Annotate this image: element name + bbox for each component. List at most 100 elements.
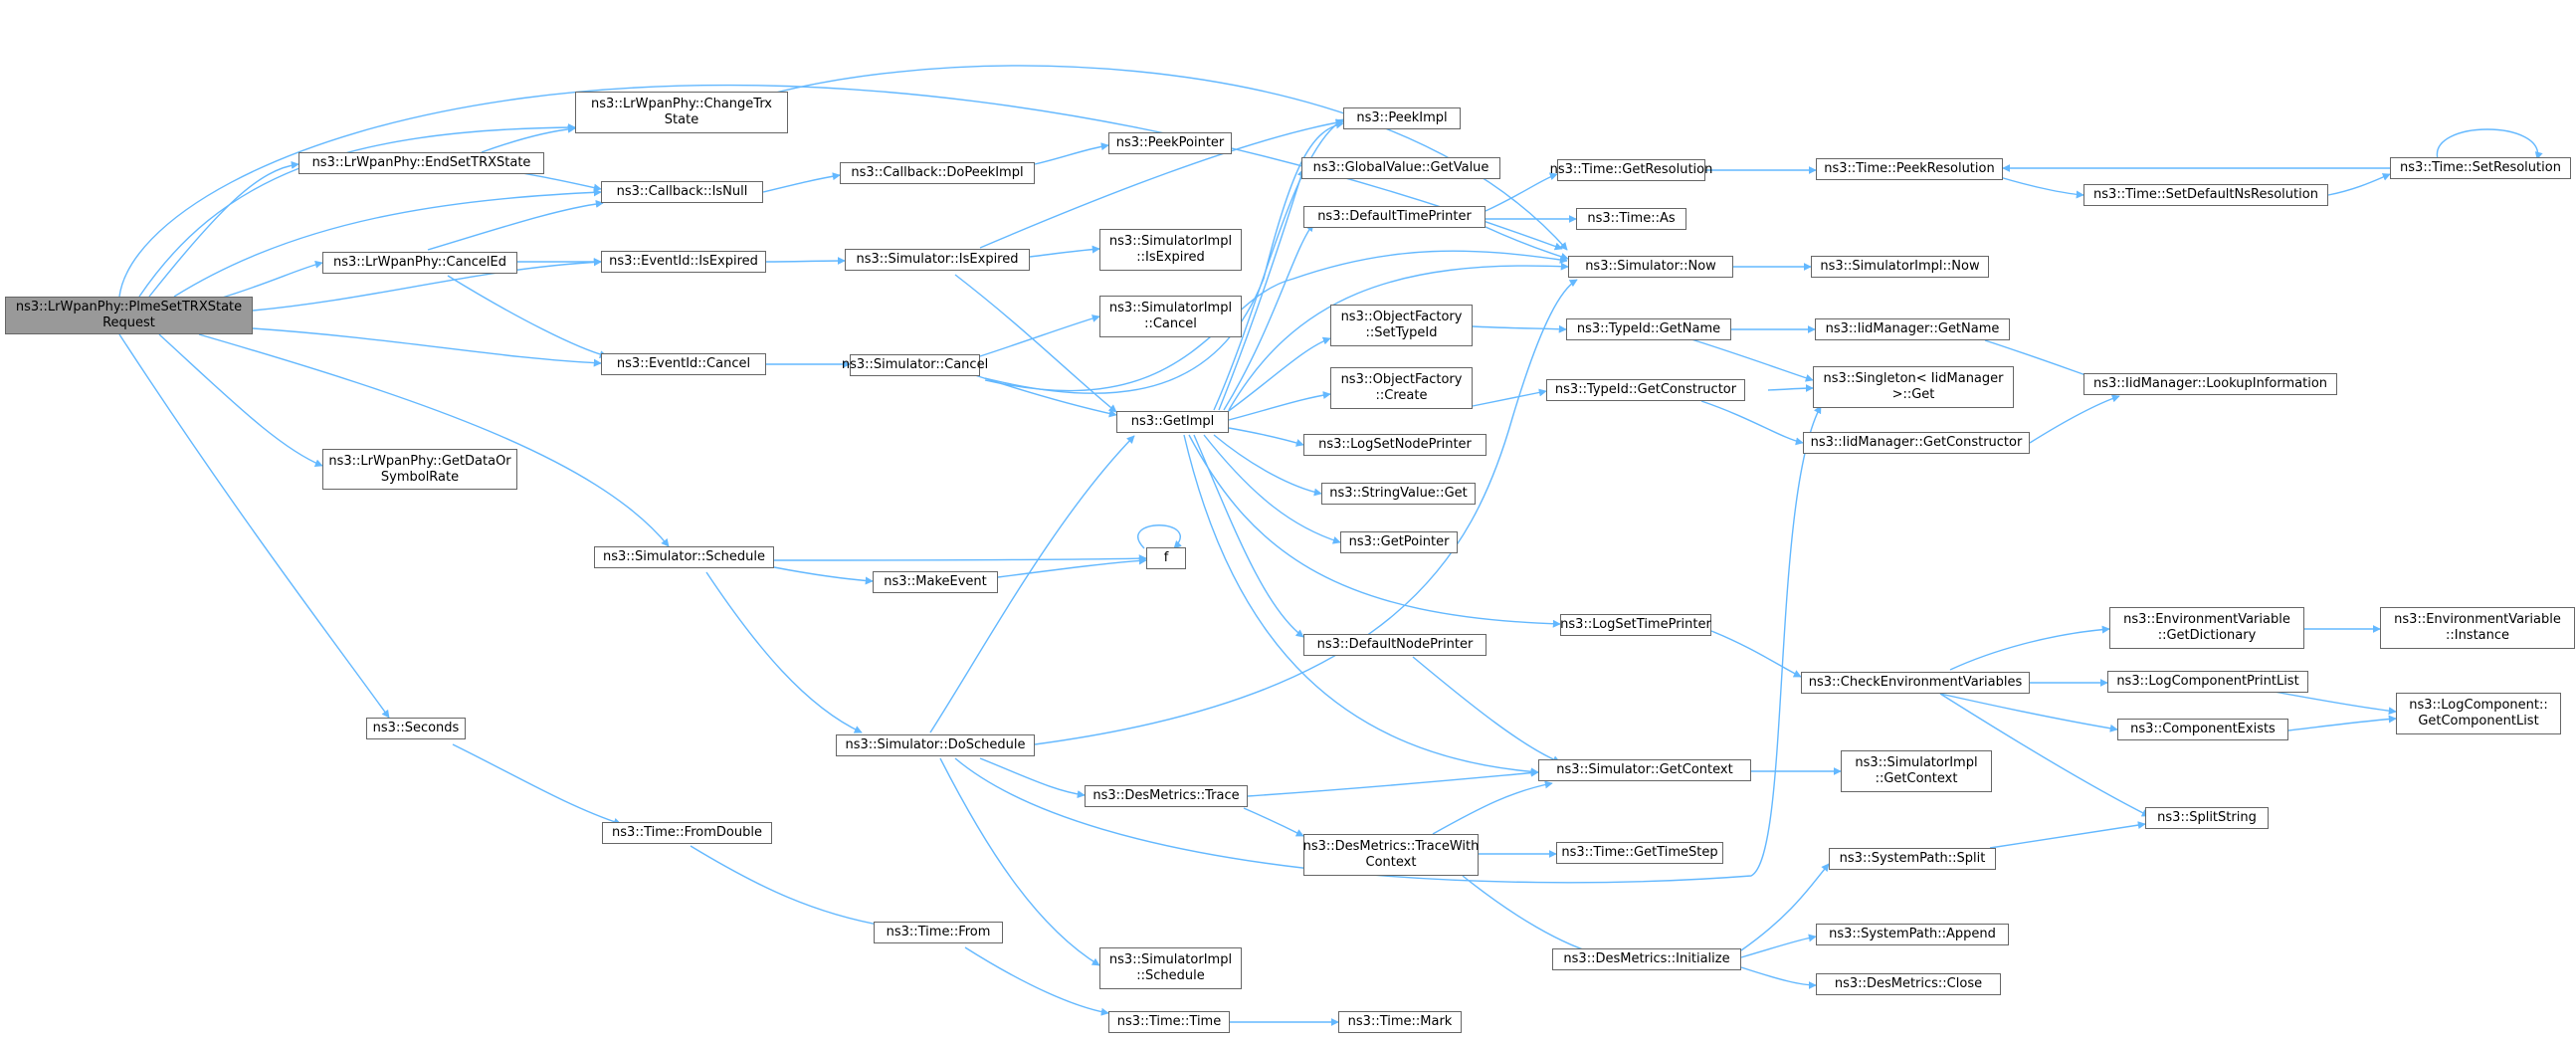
node-label: ns3::IidManager::GetName xyxy=(1825,321,2000,336)
node-splitstring[interactable]: ns3::SplitString xyxy=(2145,807,2269,829)
node-label: ns3::Time::As xyxy=(1587,211,1676,226)
node-label: ns3::Simulator::DoSchedule xyxy=(845,737,1026,752)
node-simulatorimpl-now[interactable]: ns3::SimulatorImpl::Now xyxy=(1811,256,1989,278)
node-label: ns3::GetPointer xyxy=(1348,534,1450,549)
node-singleton-iidmanager-get[interactable]: ns3::Singleton< IidManager>::Get xyxy=(1813,366,2014,408)
node-time-setresolution[interactable]: ns3::Time::SetResolution xyxy=(2390,157,2571,179)
node-label-line2: ::GetDictionary xyxy=(2157,628,2257,643)
node-simulator-isexpired[interactable]: ns3::Simulator::IsExpired xyxy=(845,249,1030,271)
node-endsettrxstate[interactable]: ns3::LrWpanPhy::EndSetTRXState xyxy=(298,152,544,174)
edge-getimpl-simgetctx xyxy=(1183,434,1539,776)
node-getpointer[interactable]: ns3::GetPointer xyxy=(1340,531,1458,553)
node-simulatorimpl-cancel[interactable]: ns3::SimulatorImpl::Cancel xyxy=(1099,296,1242,337)
node-iidmanager-getconstructor[interactable]: ns3::IidManager::GetConstructor xyxy=(1803,432,2030,454)
edge-root-getdata xyxy=(158,333,323,467)
node-seconds[interactable]: ns3::Seconds xyxy=(366,718,466,739)
node-desmetrics-initialize[interactable]: ns3::DesMetrics::Initialize xyxy=(1552,948,1741,970)
node-label: ns3::Simulator::IsExpired xyxy=(856,252,1019,267)
edge-getimpl-globalvalue xyxy=(1218,168,1305,411)
node-defaulttimeprinter[interactable]: ns3::DefaultTimePrinter xyxy=(1303,206,1486,228)
node-simulator-schedule[interactable]: ns3::Simulator::Schedule xyxy=(594,546,774,568)
node-label-line1: ns3::SimulatorImpl xyxy=(1108,301,1233,315)
node-defaultnodeprinter[interactable]: ns3::DefaultNodePrinter xyxy=(1303,634,1486,656)
edge-makeevent-f xyxy=(997,556,1147,578)
node-simulator-doschedule[interactable]: ns3::Simulator::DoSchedule xyxy=(836,734,1035,756)
edge-syssplit-splitstring xyxy=(1989,821,2146,849)
node-logsetnodeprinter[interactable]: ns3::LogSetNodePrinter xyxy=(1303,434,1486,456)
node-simulator-now[interactable]: ns3::Simulator::Now xyxy=(1568,256,1733,278)
node-label: ns3::Callback::IsNull xyxy=(616,184,748,199)
node-time-as[interactable]: ns3::Time::As xyxy=(1576,208,1686,230)
edge-desinit-desclose xyxy=(1740,966,1817,989)
edge-simisexpired-implisexpired xyxy=(1029,245,1100,258)
node-label-line1: ns3::ObjectFactory xyxy=(1340,310,1463,324)
node-time-from[interactable]: ns3::Time::From xyxy=(874,922,1003,943)
node-simulatorimpl-isexpired[interactable]: ns3::SimulatorImpl::IsExpired xyxy=(1099,229,1242,271)
node-iidmanager-lookupinformation[interactable]: ns3::IidManager::LookupInformation xyxy=(2083,373,2337,395)
node-makeevent[interactable]: ns3::MakeEvent xyxy=(873,571,998,593)
node-desmetrics-trace[interactable]: ns3::DesMetrics::Trace xyxy=(1085,785,1248,807)
edge-doschedule-getimpl xyxy=(929,435,1135,733)
node-time-setdefaultnsresolution[interactable]: ns3::Time::SetDefaultNsResolution xyxy=(2083,184,2328,206)
node-logsettimeprinter[interactable]: ns3::LogSetTimePrinter xyxy=(1560,614,1711,636)
node-eventid-cancel[interactable]: ns3::EventId::Cancel xyxy=(601,353,766,375)
node-label-line2: ::Schedule xyxy=(1136,968,1205,983)
edge-schedule-f xyxy=(773,554,1147,563)
node-stringvalue-get[interactable]: ns3::StringValue::Get xyxy=(1321,483,1476,505)
node-desmetrics-close[interactable]: ns3::DesMetrics::Close xyxy=(1816,973,2001,995)
node-logcomponent-getcomponentlist[interactable]: ns3::LogComponent::GetComponentList xyxy=(2396,693,2561,734)
node-eventid-isexpired[interactable]: ns3::EventId::IsExpired xyxy=(601,251,766,273)
edge-getimpl-objsettypeid xyxy=(1225,336,1331,414)
node-environmentvariable-getdictionary[interactable]: ns3::EnvironmentVariable::GetDictionary xyxy=(2109,607,2304,649)
node-callback-isnull[interactable]: ns3::Callback::IsNull xyxy=(601,181,763,203)
node-environmentvariable-instance[interactable]: ns3::EnvironmentVariable::Instance xyxy=(2380,607,2575,649)
node-label: ns3::EventId::Cancel xyxy=(616,356,751,371)
node-canceled[interactable]: ns3::LrWpanPhy::CancelEd xyxy=(322,252,517,274)
node-callback-dopeekimpl[interactable]: ns3::Callback::DoPeekImpl xyxy=(840,162,1035,184)
node-componentexists[interactable]: ns3::ComponentExists xyxy=(2117,719,2288,740)
edge-iidgetctor-lookup xyxy=(2029,394,2120,444)
node-systempath-split[interactable]: ns3::SystemPath::Split xyxy=(1829,848,1996,870)
node-typeid-getconstructor[interactable]: ns3::TypeId::GetConstructor xyxy=(1546,379,1745,401)
node-time-fromdouble[interactable]: ns3::Time::FromDouble xyxy=(602,822,772,844)
edge-fromdouble-timefrom xyxy=(690,845,896,931)
node-time-peekresolution[interactable]: ns3::Time::PeekResolution xyxy=(1816,158,2003,180)
node-label: ns3::SimulatorImpl::Now xyxy=(1820,259,1980,274)
node-time-gettimestep[interactable]: ns3::Time::GetTimeStep xyxy=(1556,842,1723,864)
edge-root-isexpired xyxy=(252,258,602,312)
edge-getimpl-peekimpl xyxy=(1213,118,1344,411)
node-globalvalue-getvalue[interactable]: ns3::GlobalValue::GetValue xyxy=(1301,157,1500,179)
node-simulatorimpl-schedule[interactable]: ns3::SimulatorImpl::Schedule xyxy=(1099,947,1242,989)
node-objectfactory-settypeid[interactable]: ns3::ObjectFactory::SetTypeId xyxy=(1330,305,1473,346)
node-simulatorimpl-getcontext[interactable]: ns3::SimulatorImpl::GetContext xyxy=(1841,750,1992,792)
edge-setdefaultns-setres xyxy=(2327,173,2391,196)
node-f[interactable]: f xyxy=(1146,547,1186,569)
node-label: ns3::PeekPointer xyxy=(1115,135,1225,150)
edge-seconds-fromdouble xyxy=(452,743,622,826)
node-peekimpl[interactable]: ns3::PeekImpl xyxy=(1343,107,1461,129)
node-iidmanager-getname[interactable]: ns3::IidManager::GetName xyxy=(1815,318,2010,340)
node-getimpl[interactable]: ns3::GetImpl xyxy=(1116,411,1229,433)
node-checkenvironmentvariables[interactable]: ns3::CheckEnvironmentVariables xyxy=(1801,672,2030,694)
node-objectfactory-create[interactable]: ns3::ObjectFactory::Create xyxy=(1330,367,1473,409)
node-peekpointer[interactable]: ns3::PeekPointer xyxy=(1108,132,1232,154)
node-systempath-append[interactable]: ns3::SystemPath::Append xyxy=(1816,924,2009,945)
edge-typegetctor-iidgetctor xyxy=(1700,400,1804,446)
edge-compexists-logcompgetlist xyxy=(2287,715,2397,731)
node-label: ns3::StringValue::Get xyxy=(1329,486,1468,501)
edge-root-isnull xyxy=(173,188,602,298)
node-typeid-getname[interactable]: ns3::TypeId::GetName xyxy=(1566,318,1731,340)
node-time-getresolution[interactable]: ns3::Time::GetResolution xyxy=(1550,159,1712,181)
node-simulator-cancel[interactable]: ns3::Simulator::Cancel xyxy=(842,354,988,376)
node-logcomponentprintlist[interactable]: ns3::LogComponentPrintList xyxy=(2107,671,2308,693)
edge-setres-setres xyxy=(2436,128,2543,160)
node-time-time[interactable]: ns3::Time::Time xyxy=(1108,1011,1230,1033)
edge-schedule-makeevent xyxy=(773,566,874,585)
node-simulator-getcontext[interactable]: ns3::Simulator::GetContext xyxy=(1538,759,1751,781)
node-time-mark[interactable]: ns3::Time::Mark xyxy=(1338,1011,1462,1033)
node-label-line2: ::IsExpired xyxy=(1136,250,1205,265)
node-label: ns3::IidManager::LookupInformation xyxy=(2092,376,2328,391)
